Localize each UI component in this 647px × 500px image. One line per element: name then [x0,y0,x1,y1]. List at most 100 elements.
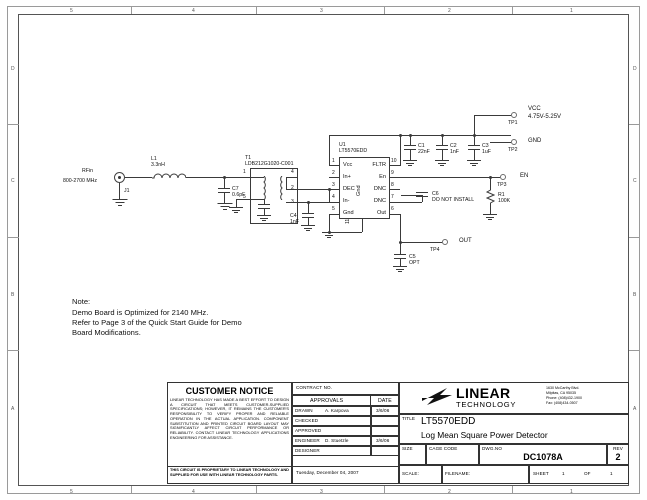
zone-label-right-A: A [633,406,637,412]
zone-label-bottom-1: 1 [570,489,573,495]
note-line-3: Board Modifications. [72,327,141,337]
approvals-header-label: APPROVALS [310,398,344,404]
t1-pin-5: 5 [243,194,246,200]
u1-pinnum-2: 2 [332,170,335,176]
u1-pin-dnc7-label: DNC [373,198,386,204]
approval-row-designer [292,446,371,456]
linear-technology-logo-icon [422,388,452,405]
title-panel [399,414,629,444]
r1-value-label: 100K [498,198,511,204]
u1-pin-en-label: En [379,174,386,180]
l1-value-label: 3.3nH [151,162,165,168]
ground-symbol-u1 [322,232,336,239]
c5-value-label: OPT [409,260,420,266]
contract-label: CONTRACT NO. [296,385,333,390]
t1-value-label: LDB212G1020-C001 [245,161,294,167]
u1-pinnum-9: 9 [391,170,394,176]
ground-symbol-j1 [112,199,127,207]
zone-label-top-2: 2 [448,8,451,14]
company-name-top: LINEAR [456,385,511,401]
customer-notice-heading: CUSTOMER NOTICE [185,386,274,396]
tp2-ref-label: TP2 [508,147,518,153]
customer-notice-panel [167,382,292,484]
ground-symbol-c7 [217,203,232,211]
print-date-row [292,466,399,484]
rfin-frequency-label: 800-2700 MHz [63,178,98,184]
rev-cell [607,444,629,465]
c7-ref-label: C7 [232,186,239,192]
zone-label-top-4: 4 [192,8,195,14]
approval-role-approved: APPROVED [295,428,322,433]
gnd-net-label: GND [528,138,542,144]
vcc-voltage-label: 4.75V-5.25V [528,114,562,120]
ground-symbol-c5 [393,266,407,273]
zone-label-left-A: A [11,406,15,412]
c1-value-label: 22nF [418,149,430,155]
u1-pin-inn-label: In- [343,198,350,204]
zone-label-left-D: D [11,66,15,72]
c6-note-label: DO NOT INSTALL [432,197,475,203]
zone-label-bottom-4: 4 [192,489,195,495]
scale-label: SCALE: [402,471,419,476]
approval-date-approved [371,426,399,436]
approval-role-drawn: DRAWN [295,408,313,413]
u1-pin-out-label: Out [376,210,386,216]
sheet-border-inner [18,14,629,486]
tp3-ref-label: TP3 [497,182,507,188]
zone-label-left-C: C [11,178,15,184]
of-label: OF [584,471,591,476]
transformer-secondary-coil [280,176,283,200]
ground-symbol-c3 [467,160,481,167]
testpoint-tp2[interactable] [511,139,517,145]
dwg-no-cell [479,444,607,465]
filename-label: FILENAME: [445,471,471,476]
rev-label: REV [613,446,623,451]
ground-symbol-t1-pin5 [229,207,243,214]
customer-notice-body: LINEAR TECHNOLOGY HAS MADE A BEST EFFORT… [170,397,289,440]
print-date-value: Tuesday, December 04, 2007 [296,470,359,475]
ground-symbol-r1 [483,214,497,221]
u1-pinnum-5: 5 [332,206,335,212]
size-cell [399,444,426,465]
title-line-2: Log Mean Square Power Detector [421,430,548,440]
zone-label-top-1: 1 [570,8,573,14]
u1-pin-dnc8-label: DNC [373,186,386,192]
u1-pinnum-6: 6 [391,206,394,212]
note-heading: Note: [72,297,91,306]
transformer-primary-coil [263,176,266,200]
resistor-r1 [486,188,495,208]
ground-symbol-c2 [435,160,449,167]
zone-label-top-3: 3 [320,8,323,14]
c3-ref-label: C3 [482,143,489,149]
sheet-label: SHEET [533,471,549,476]
c1-ref-label: C1 [418,143,425,149]
sheet-cell [529,465,629,484]
zone-label-bottom-3: 3 [320,489,323,495]
approval-date-value-engineer: 3/6/06 [376,438,390,443]
approval-name-engineer: D. Stuetzle [325,438,349,443]
c3-value-label: 1uF [482,149,491,155]
ground-symbol-c1 [403,160,417,167]
input-connector-j1[interactable] [114,172,125,183]
c2-ref-label: C2 [450,143,457,149]
u1-ref-label: U1 [339,142,346,148]
u1-pin-fltr-label: FLTR [372,162,386,168]
c4-value-label: 1nF [290,219,299,225]
zone-label-left-B: B [11,292,15,298]
t1-pin-4: 4 [291,169,294,175]
company-phone: Phone: (408)432-1900 [546,396,582,400]
u1-pin-gnd11-label: Gnd [356,185,362,196]
customer-notice-footer: THIS CIRCUIT IS PROPRIETARY TO LINEAR TE… [170,467,289,477]
testpoint-tp4[interactable] [442,239,448,245]
testpoint-tp3[interactable] [500,174,506,180]
out-net-label: OUT [459,238,472,244]
company-name-bottom: TECHNOLOGY [456,400,517,409]
size-label: SIZE [402,446,413,451]
testpoint-tp1[interactable] [511,112,517,118]
approval-role-checked: CHECKED [295,418,319,423]
u1-pinnum-4: 4 [332,194,335,200]
approval-name-drawn: A. Karpova [325,408,349,413]
u1-pinnum-8: 8 [391,182,394,188]
approval-date-checked [371,416,399,426]
